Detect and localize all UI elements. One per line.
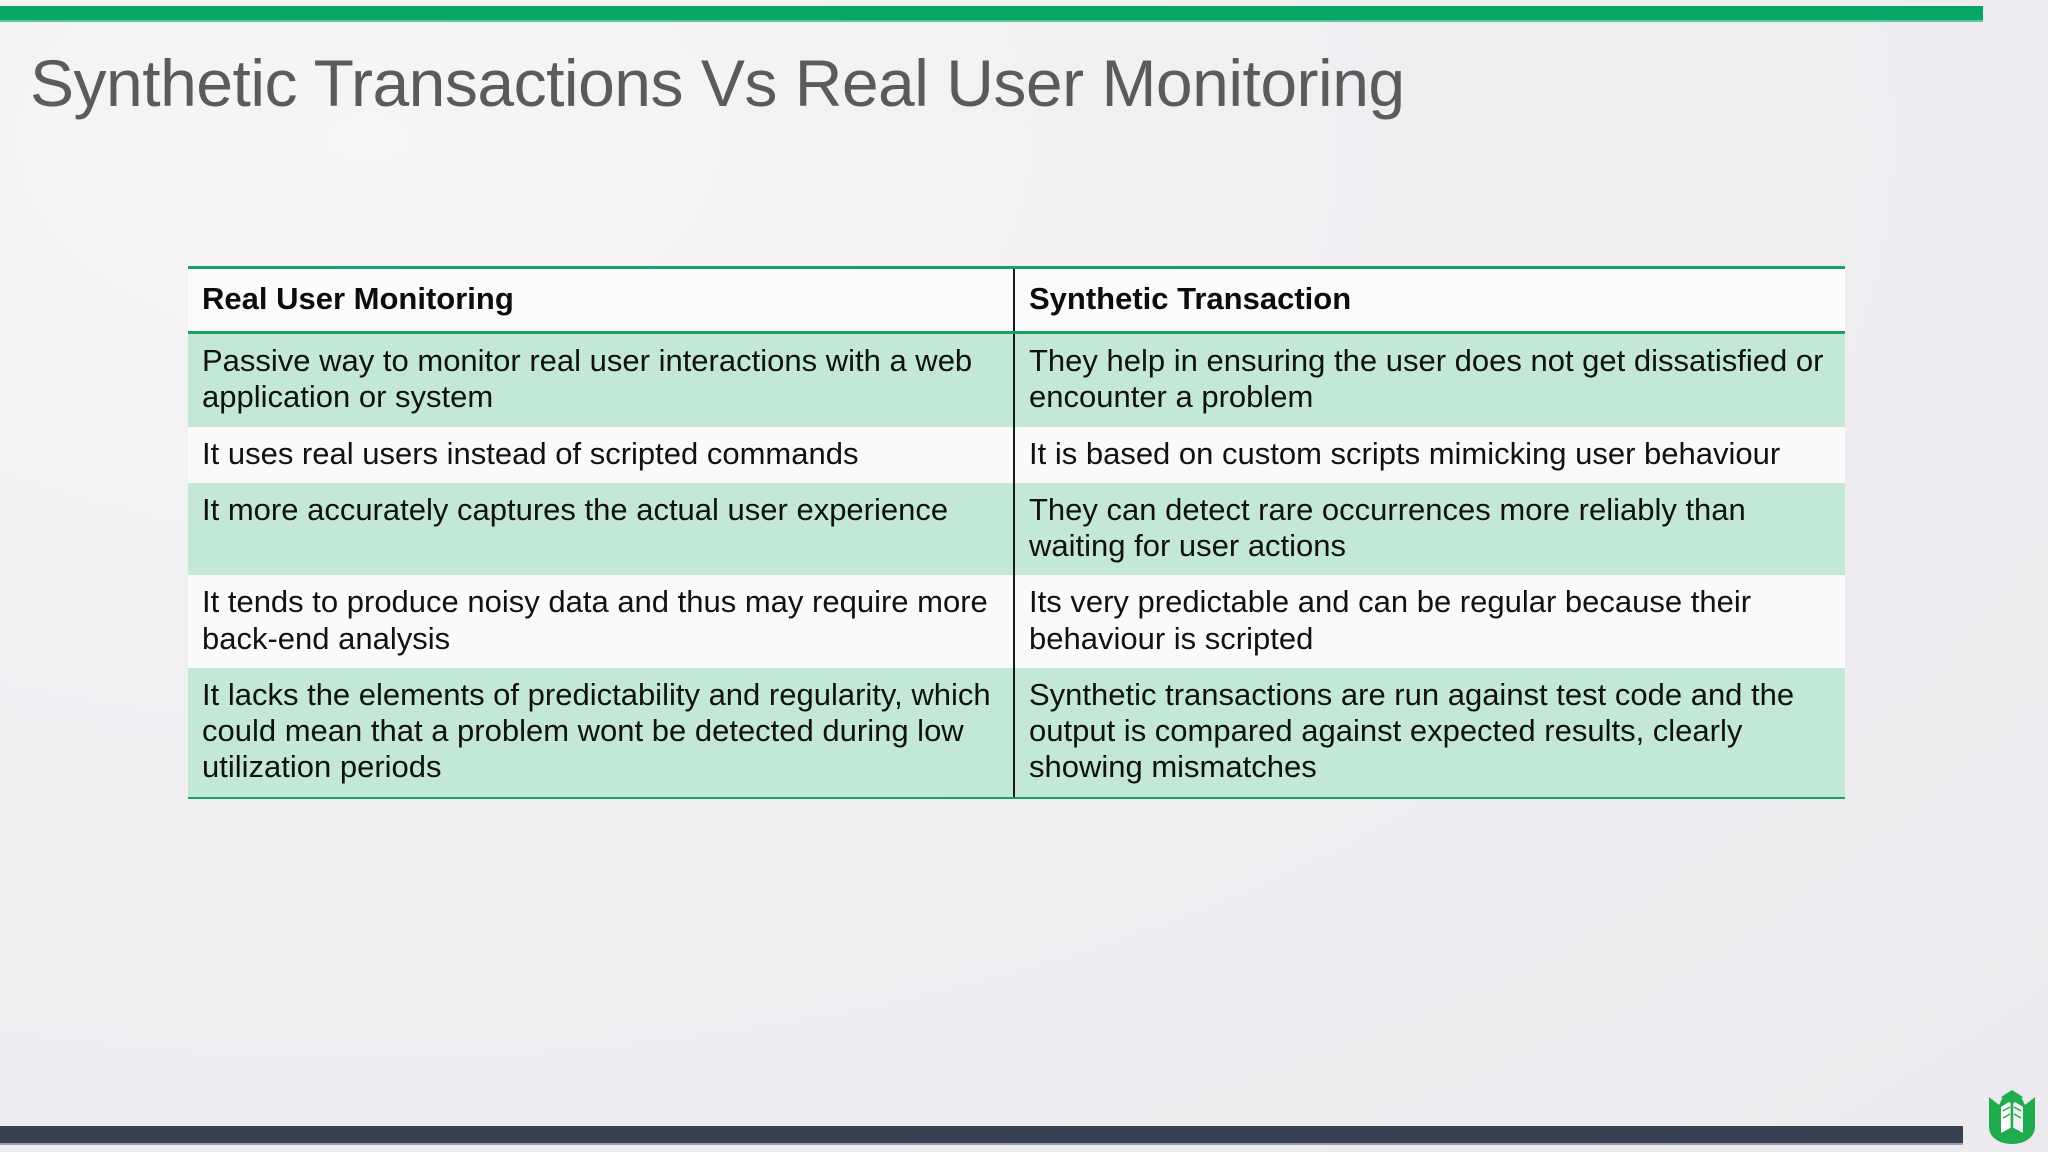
table-body: Passive way to monitor real user interac… bbox=[188, 332, 1845, 799]
table-cell-rum: It more accurately captures the actual u… bbox=[188, 482, 1014, 576]
table-row: It more accurately captures the actual u… bbox=[188, 482, 1845, 576]
comparison-table-container: Real User Monitoring Synthetic Transacti… bbox=[188, 266, 1845, 799]
table-row: Passive way to monitor real user interac… bbox=[188, 332, 1845, 427]
comparison-table: Real User Monitoring Synthetic Transacti… bbox=[188, 266, 1845, 799]
table-cell-rum: It uses real users instead of scripted c… bbox=[188, 426, 1014, 483]
table-cell-synthetic: Its very predictable and can be regular … bbox=[1013, 575, 1845, 668]
column-header-real-user-monitoring: Real User Monitoring bbox=[188, 266, 1014, 334]
table-cell-synthetic: It is based on custom scripts mimicking … bbox=[1013, 426, 1845, 483]
table-header-row: Real User Monitoring Synthetic Transacti… bbox=[188, 266, 1845, 334]
column-header-synthetic-transaction: Synthetic Transaction bbox=[1013, 266, 1845, 334]
table-cell-synthetic: They help in ensuring the user does not … bbox=[1013, 332, 1845, 427]
open-book-logo-icon bbox=[1985, 1087, 2039, 1145]
table-cell-synthetic: Synthetic transactions are run against t… bbox=[1013, 667, 1845, 799]
bottom-accent-bar bbox=[0, 1126, 1963, 1145]
page-title: Synthetic Transactions Vs Real User Moni… bbox=[30, 46, 1405, 120]
table-row: It lacks the elements of predictability … bbox=[188, 667, 1845, 799]
top-accent-bar bbox=[0, 6, 1983, 22]
table-cell-rum: It tends to produce noisy data and thus … bbox=[188, 575, 1014, 668]
table-header: Real User Monitoring Synthetic Transacti… bbox=[188, 266, 1845, 334]
table-cell-rum: It lacks the elements of predictability … bbox=[188, 667, 1014, 799]
table-row: It tends to produce noisy data and thus … bbox=[188, 575, 1845, 668]
table-cell-rum: Passive way to monitor real user interac… bbox=[188, 332, 1014, 427]
table-row: It uses real users instead of scripted c… bbox=[188, 426, 1845, 483]
table-cell-synthetic: They can detect rare occurrences more re… bbox=[1013, 482, 1845, 576]
